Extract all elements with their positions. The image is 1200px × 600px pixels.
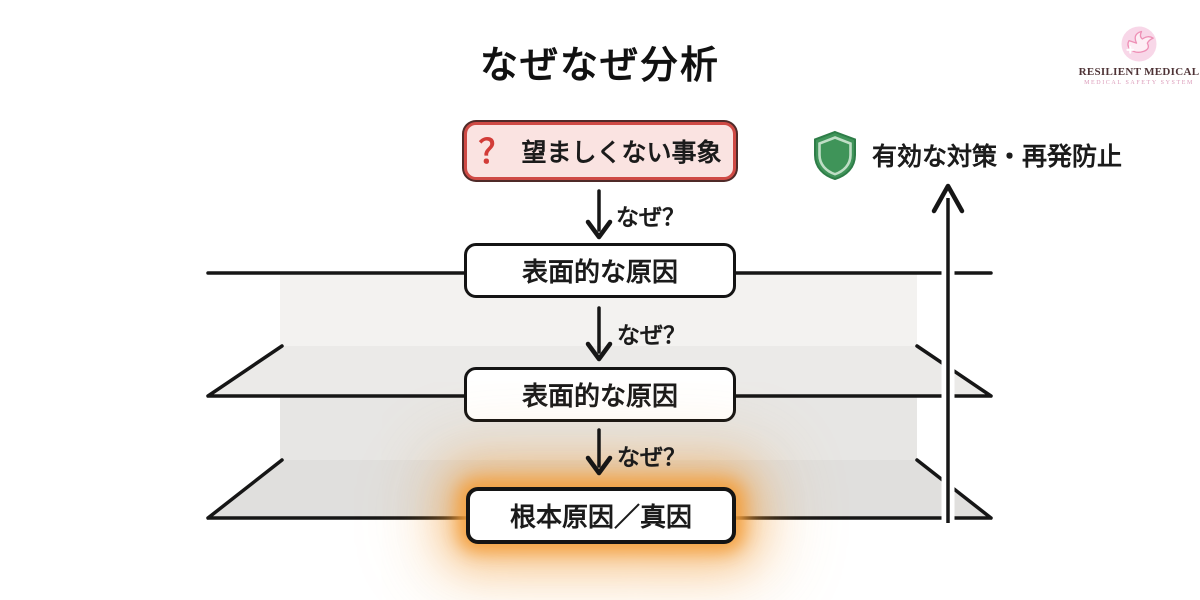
up-arrow [931, 183, 965, 532]
undesirable-event-label: 望ましくない事象 [521, 139, 722, 167]
surface-cause-box-1: 表面的な原因 [464, 243, 736, 298]
question-icon: ？ [478, 132, 512, 170]
why-label-1: なぜ？ [616, 204, 685, 230]
shield-icon [814, 130, 856, 181]
countermeasure-header: 有効な対策・再発防止 [810, 128, 1122, 182]
why-label-2: なぜ？ [617, 322, 686, 348]
logo-name: RESILIENT MEDICAL [1078, 66, 1200, 78]
logo: RESILIENT MEDICAL MEDICAL SAFETY SYSTEM [1078, 24, 1200, 86]
dove-icon [1121, 26, 1157, 62]
logo-subtitle: MEDICAL SAFETY SYSTEM [1084, 80, 1194, 86]
undesirable-event-box: ？ 望ましくない事象 [464, 122, 736, 180]
root-cause-box: 根本原因／真因 [466, 487, 736, 544]
page-title: なぜなぜ分析 [479, 45, 720, 87]
countermeasure-label: 有効な対策・再発防止 [872, 143, 1123, 171]
surface-cause-box-2: 表面的な原因 [464, 367, 736, 422]
why-label-3: なぜ？ [617, 444, 686, 470]
